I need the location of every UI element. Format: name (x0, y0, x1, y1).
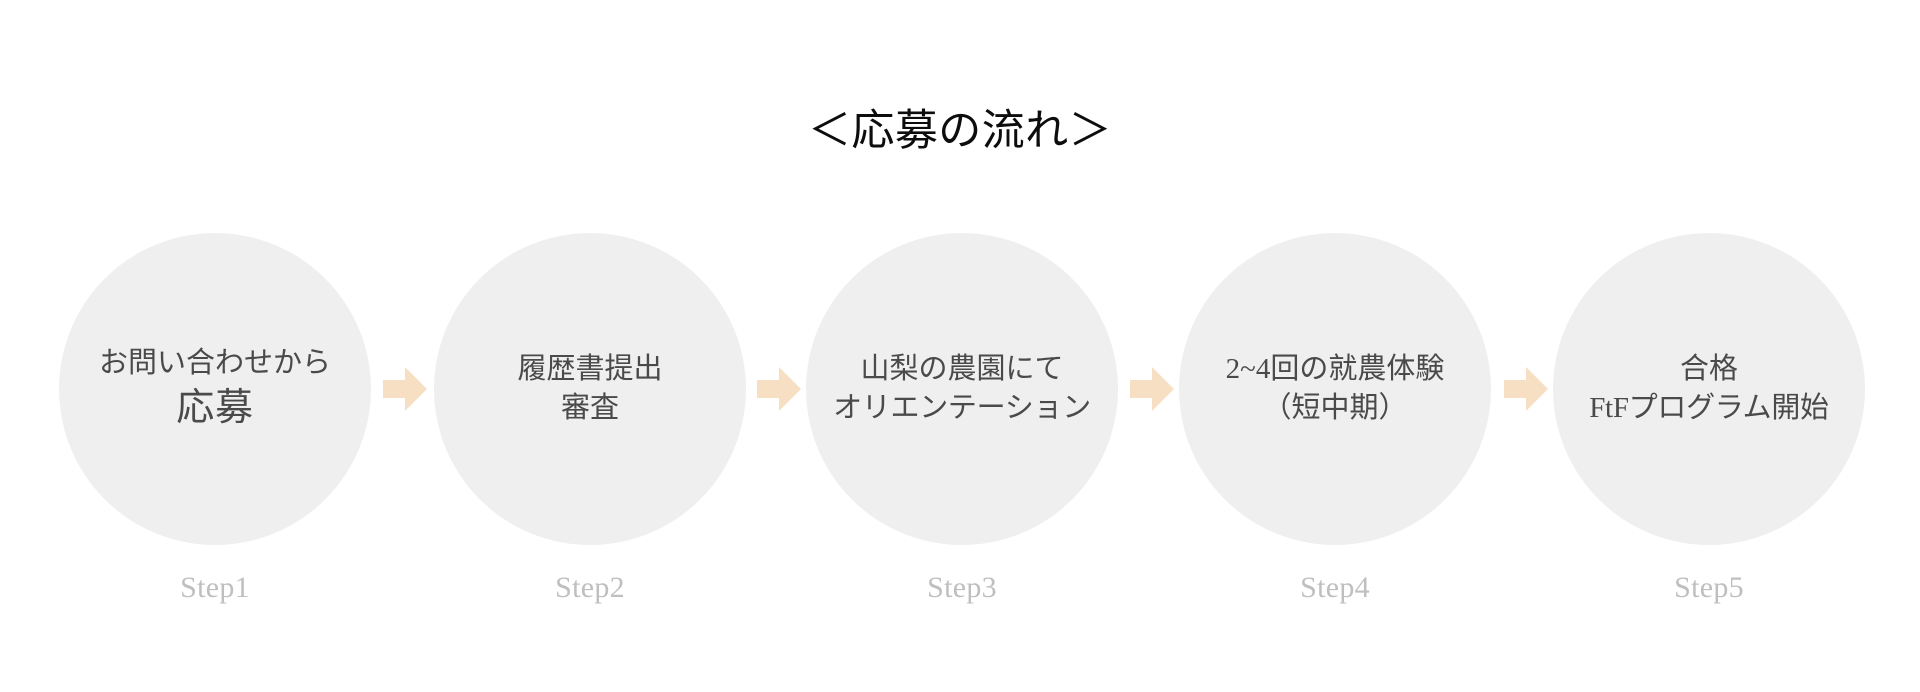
flow-step-3[interactable]: 山梨の農園にて オリエンテーション Step3 (806, 233, 1118, 653)
page-title: ＜応募の流れ＞ (807, 108, 1112, 155)
flow-step-1-label: Step1 (180, 571, 250, 604)
arrow-right-icon (383, 365, 427, 413)
flow-step-4-label: Step4 (1300, 571, 1370, 604)
flow-step-4-circle[interactable]: 2~4回の就農体験 （短中期） (1179, 233, 1491, 545)
flow-step-2-circle[interactable]: 履歴書提出 審査 (434, 233, 746, 545)
arrow-right-icon (1130, 365, 1174, 413)
flow-step-2-line-1: 履歴書提出 (517, 353, 663, 386)
flow-step-3-line-2: オリエンテーション (833, 392, 1091, 424)
arrow-right-icon (757, 365, 801, 413)
flow-step-2-label: Step2 (555, 571, 625, 604)
flow-step-5-line-2: FtFプログラム開始 (1589, 392, 1829, 424)
flow-step-4-line-1: 2~4回の就農体験 (1225, 353, 1445, 386)
flow-step-5-circle[interactable]: 合格 FtFプログラム開始 (1553, 233, 1865, 545)
flow-step-5-label: Step5 (1674, 571, 1744, 604)
application-flow-row: お問い合わせから 応募 Step1 履歴書提出 審査 Step2 (0, 233, 1920, 653)
flow-step-1[interactable]: お問い合わせから 応募 Step1 (59, 233, 371, 653)
flow-step-1-line-2: 応募 (176, 386, 254, 429)
flow-step-3-label: Step3 (927, 571, 997, 604)
flow-step-1-line-1: お問い合わせから (98, 347, 331, 380)
arrow-right-icon (1504, 365, 1548, 413)
flow-step-4[interactable]: 2~4回の就農体験 （短中期） Step4 (1179, 233, 1491, 653)
flow-step-4-line-2: （短中期） (1262, 392, 1408, 424)
flow-step-3-circle[interactable]: 山梨の農園にて オリエンテーション (806, 233, 1118, 545)
flow-step-2-line-2: 審査 (560, 392, 619, 424)
flow-step-3-line-1: 山梨の農園にて (860, 353, 1064, 386)
flow-step-5-line-1: 合格 (1679, 353, 1738, 386)
flow-step-5[interactable]: 合格 FtFプログラム開始 Step5 (1553, 233, 1865, 653)
flow-step-1-circle[interactable]: お問い合わせから 応募 (59, 233, 371, 545)
flow-step-2[interactable]: 履歴書提出 審査 Step2 (434, 233, 746, 653)
